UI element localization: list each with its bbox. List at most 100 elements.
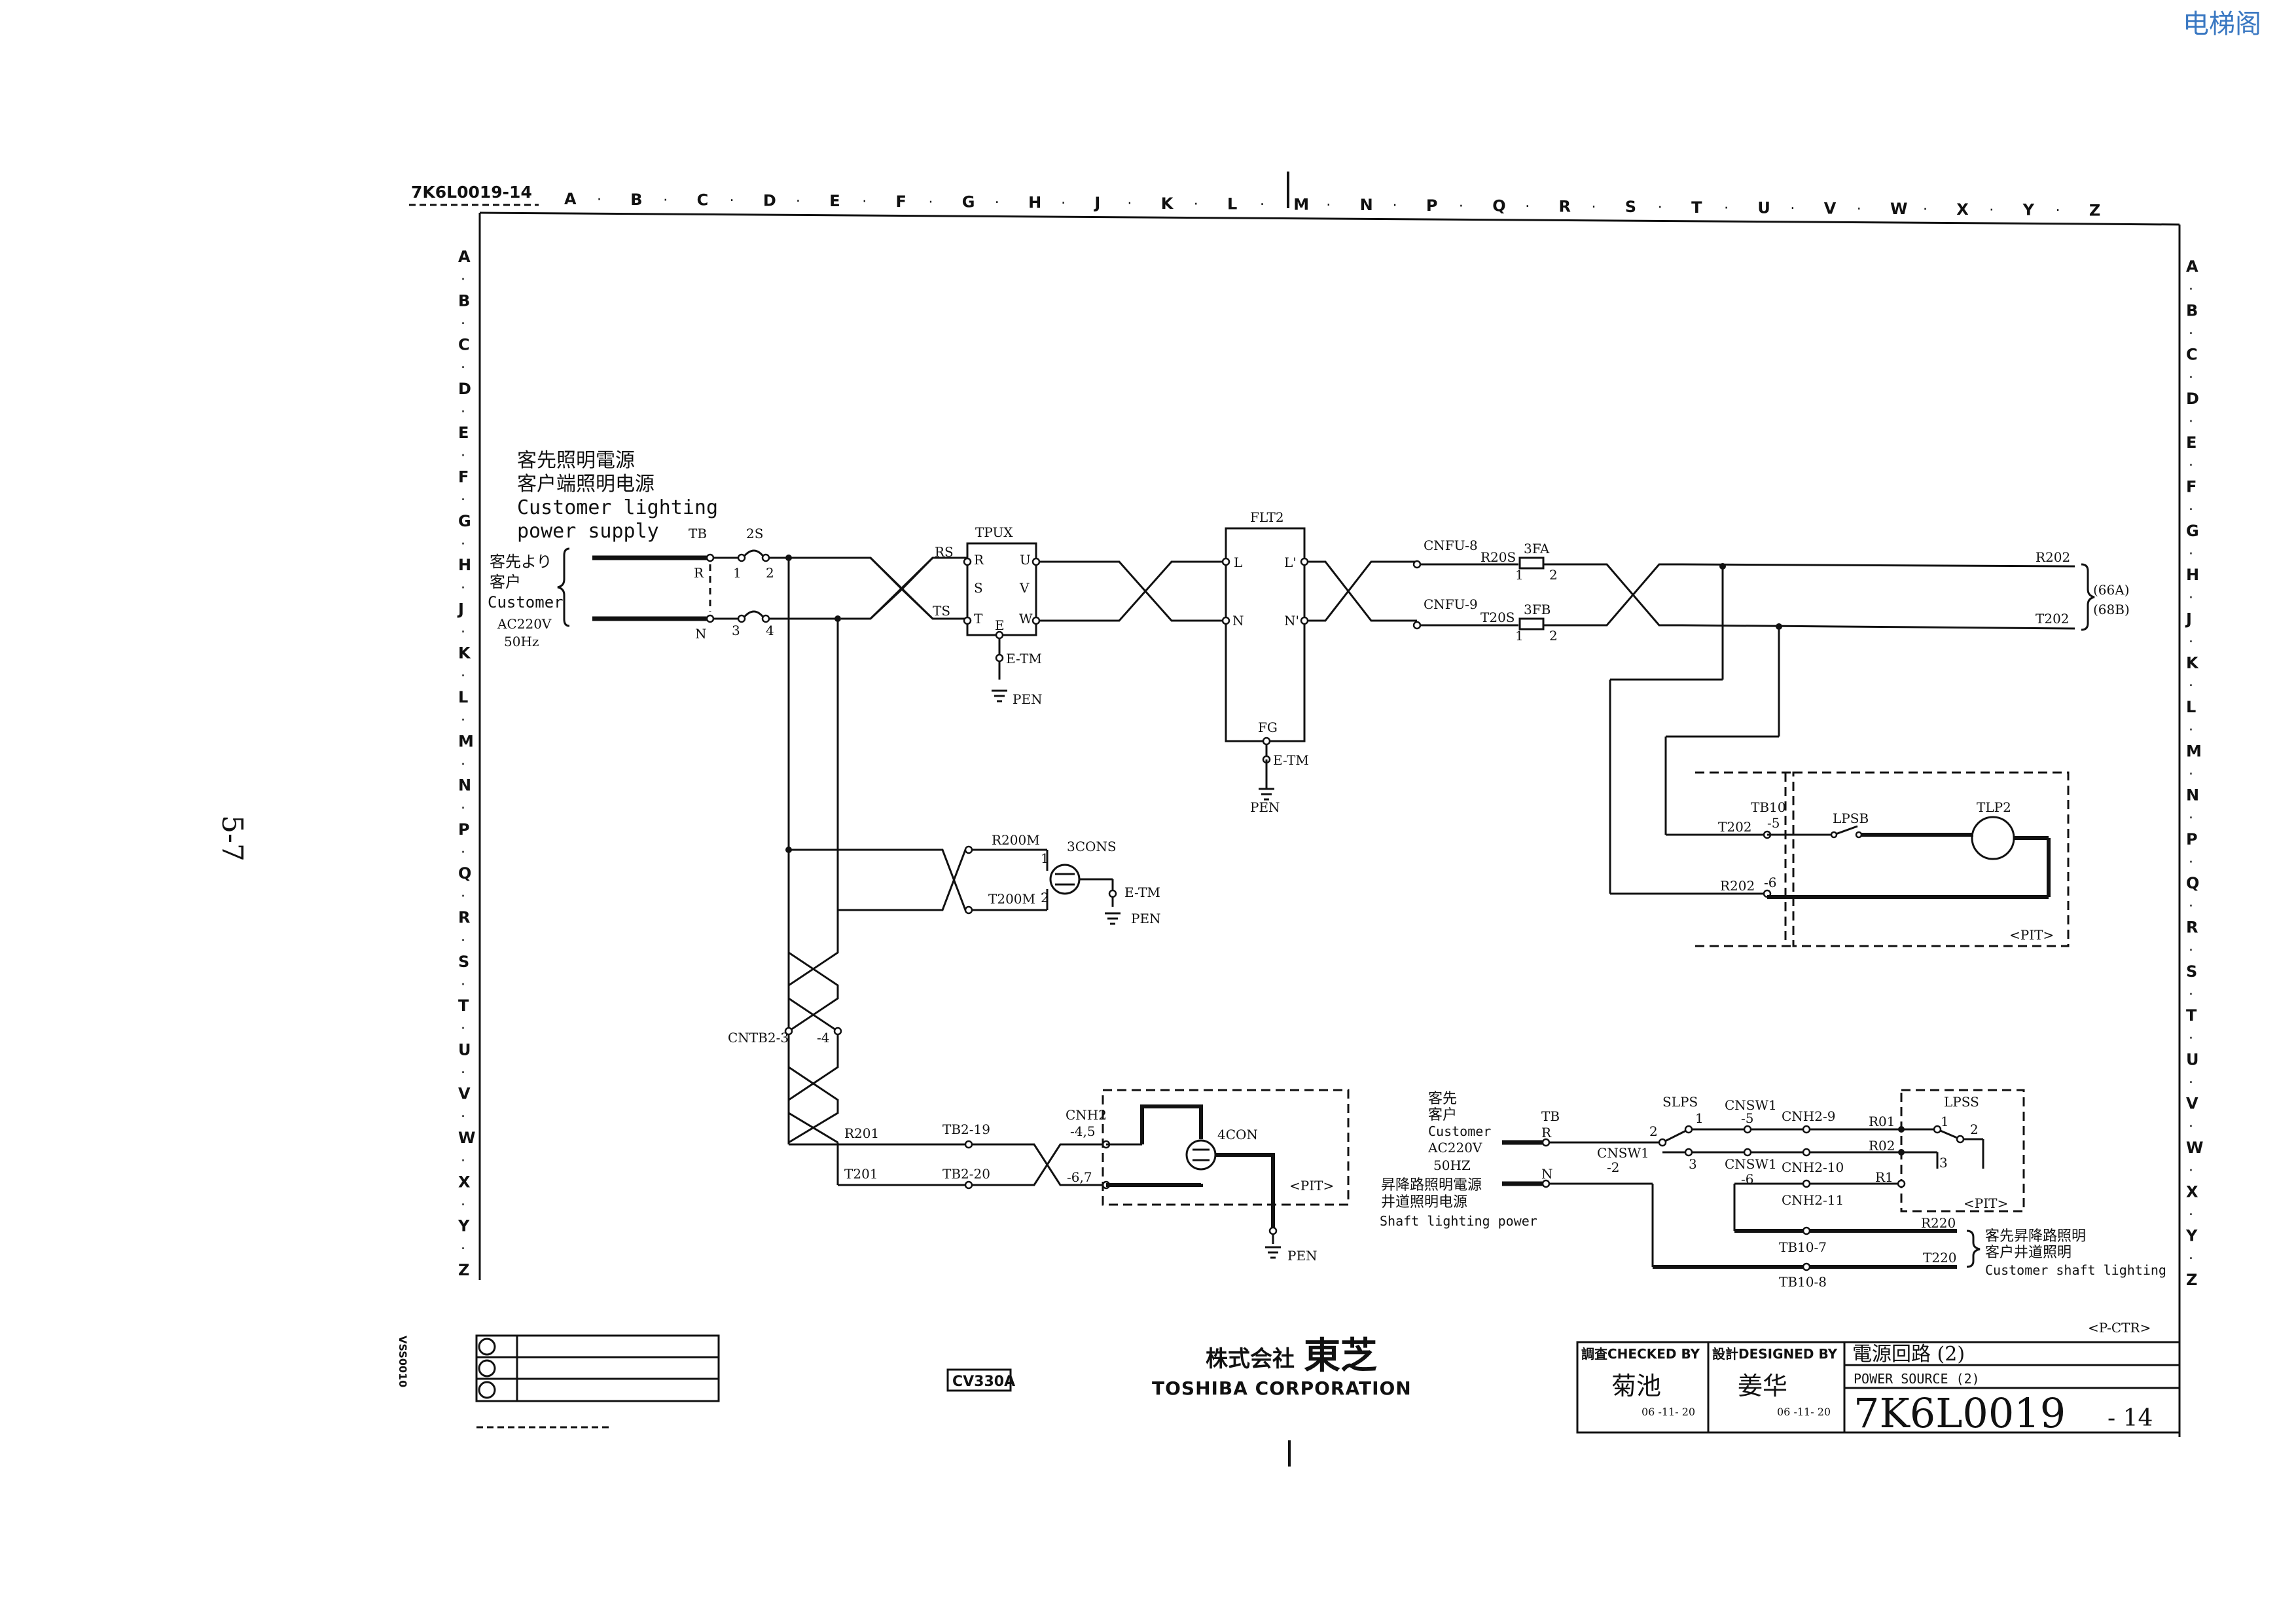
- svg-text:LPSS: LPSS: [1944, 1094, 1979, 1110]
- svg-text:井道照明电源: 井道照明电源: [1381, 1194, 1467, 1211]
- grid-col-M: M: [1293, 195, 1309, 213]
- svg-text:R202: R202: [1720, 878, 1755, 894]
- svg-text:PEN: PEN: [1250, 799, 1280, 815]
- sheet-number: - 14: [2108, 1405, 2153, 1432]
- customer-supply-title: 客先照明電源 客户端照明电源 Customer lighting power s…: [517, 449, 718, 543]
- vertical-twisted-run: [787, 910, 1106, 1186]
- svg-text:T202: T202: [2036, 611, 2070, 627]
- svg-text:2S: 2S: [746, 526, 763, 541]
- svg-text:AC220V: AC220V: [1427, 1140, 1482, 1156]
- drawing-number: 7K6L0019: [1854, 1389, 2066, 1437]
- grid-row-left-R: R: [458, 909, 470, 927]
- svg-text:客先昇降路照明: 客先昇降路照明: [1985, 1228, 2086, 1245]
- svg-text:TS: TS: [933, 603, 950, 619]
- grid-row-dot: ·: [461, 1109, 465, 1125]
- title-block: [1576, 1341, 2181, 1434]
- grid-col-J: J: [1093, 194, 1100, 212]
- svg-text:T20S: T20S: [1480, 610, 1515, 625]
- page-number: 5-7: [215, 815, 249, 862]
- supply-title-en1: Customer lighting: [517, 496, 718, 519]
- brace-shaft: [1966, 1230, 1981, 1268]
- main-labels: TB R N 2S 1 2 3 4 TPUX RS TS R S T E U V…: [689, 509, 2130, 815]
- svg-text:CNSW1: CNSW1: [1725, 1156, 1777, 1172]
- svg-text:R20S: R20S: [1480, 549, 1516, 565]
- svg-text:RS: RS: [935, 544, 954, 560]
- grid-col-dot: ·: [796, 193, 800, 210]
- grid-col-dot: ·: [1326, 197, 1331, 213]
- from-cn: 客户: [490, 573, 521, 591]
- svg-text:1: 1: [1041, 850, 1049, 866]
- grid-row-right-J: J: [2185, 610, 2192, 628]
- svg-text:R02: R02: [1869, 1138, 1895, 1154]
- grid-col-dot: ·: [862, 194, 867, 210]
- svg-text:CNSW1: CNSW1: [1725, 1097, 1777, 1113]
- svg-text:PEN: PEN: [1287, 1248, 1318, 1264]
- row-grid-letters-right: A·B·C·D·E·F·G·H·J·K·L·M·N·P·Q·R·S·T·U·V·…: [2185, 257, 2203, 1289]
- svg-text:昇降路照明電源: 昇降路照明電源: [1381, 1177, 1482, 1194]
- svg-text:V: V: [1019, 580, 1030, 596]
- svg-text:4: 4: [766, 623, 774, 638]
- grid-col-dot: ·: [1194, 196, 1198, 213]
- grid-row-dot: ·: [2189, 1119, 2193, 1135]
- shaft-terminals: [1541, 1125, 1965, 1271]
- grid-row-left-Z: Z: [458, 1261, 469, 1279]
- grid-col-T: T: [1691, 198, 1702, 217]
- grid-col-S: S: [1625, 198, 1636, 216]
- grid-row-right-N: N: [2186, 786, 2199, 805]
- svg-text:TLP2: TLP2: [1977, 799, 2011, 815]
- grid-row-right-K: K: [2186, 654, 2199, 672]
- svg-text:1: 1: [1941, 1114, 1949, 1129]
- pit-outlet-4con: [1102, 1089, 1350, 1259]
- grid-row-dot: ·: [461, 668, 465, 685]
- grid-row-dot: ·: [2189, 282, 2193, 298]
- grid-row-dot: ·: [2189, 1030, 2193, 1047]
- grid-row-dot: ·: [461, 404, 465, 420]
- grid-col-C: C: [697, 191, 709, 210]
- voltage: AC220V: [497, 616, 552, 632]
- grid-row-left-D: D: [458, 380, 471, 398]
- cntb2-labels: CNTB2-3 -4 R201 T201 TB2-19 TB2-20: [728, 1030, 990, 1182]
- supply-title-cn: 客户端照明电源: [517, 473, 655, 496]
- grid-col-Q: Q: [1492, 197, 1505, 215]
- grid-row-dot: ·: [2189, 678, 2193, 695]
- grid-row-dot: ·: [461, 580, 465, 596]
- svg-text:1: 1: [733, 565, 742, 581]
- grid-row-left-A: A: [458, 247, 471, 266]
- svg-text:T200M: T200M: [988, 891, 1035, 907]
- grid-row-dot: ·: [2189, 898, 2193, 915]
- svg-text:CNH2: CNH2: [1066, 1107, 1107, 1123]
- drawing-title-jp: 電源回路 (2): [1852, 1343, 1965, 1366]
- ground-symbols: [992, 689, 1274, 801]
- svg-text:2: 2: [1970, 1122, 1979, 1137]
- svg-text:Customer shaft lighting: Customer shaft lighting: [1985, 1262, 2166, 1278]
- svg-text:CNFU-9: CNFU-9: [1424, 596, 1478, 612]
- grid-row-left-T: T: [458, 996, 469, 1015]
- svg-text:TB10-8: TB10-8: [1779, 1274, 1827, 1290]
- grid-row-left-N: N: [458, 776, 471, 795]
- grid-col-X: X: [1956, 200, 1969, 219]
- grid-row-dot: ·: [461, 448, 465, 464]
- grid-col-Z: Z: [2089, 201, 2100, 219]
- p-ctr-label: <P-CTR>: [2088, 1320, 2151, 1336]
- column-grid-letters: A·B·C·D·E·F·G·H·J·K·L·M·N·P·Q·R·S·T·U·V·…: [564, 190, 2100, 219]
- grid-row-dot: ·: [2189, 1074, 2193, 1091]
- grid-row-right-X: X: [2186, 1182, 2198, 1201]
- svg-text:U: U: [1020, 552, 1031, 568]
- grid-row-dot: ·: [461, 316, 465, 332]
- svg-text:3FB: 3FB: [1524, 602, 1551, 617]
- grid-row-left-V: V: [458, 1085, 471, 1103]
- svg-text:客先: 客先: [1428, 1091, 1457, 1107]
- grid-col-dot: ·: [1923, 202, 1928, 218]
- svg-text:-4,5: -4,5: [1070, 1123, 1096, 1139]
- svg-text:3FA: 3FA: [1524, 541, 1550, 556]
- grid-row-left-Y: Y: [457, 1217, 470, 1235]
- grid-row-dot: ·: [461, 536, 465, 553]
- svg-text:3: 3: [1939, 1155, 1948, 1171]
- svg-text:TB: TB: [689, 526, 707, 541]
- grid-row-dot: ·: [461, 756, 465, 773]
- svg-text:R201: R201: [844, 1125, 879, 1141]
- grid-row-dot: ·: [2189, 502, 2193, 519]
- svg-text:SLPS: SLPS: [1662, 1094, 1698, 1110]
- customer-source-label: 客先より 客户 Customer AC220V 50Hz: [488, 553, 564, 649]
- svg-text:-5: -5: [1741, 1110, 1753, 1126]
